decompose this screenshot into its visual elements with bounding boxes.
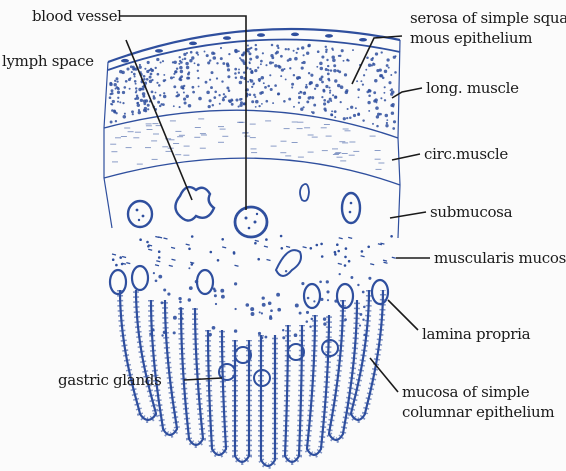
blood-vessel-right [342, 193, 360, 223]
label-submucosa: submucosa [430, 204, 512, 221]
circ-muscle-dashes [110, 119, 384, 169]
leader-lamina-propria [388, 300, 418, 330]
label-circ-muscle: circ.muscle [424, 146, 508, 163]
label-blood-vessel: blood vessel [32, 8, 122, 25]
label-muscularis-mucosae: muscularis mucosae [434, 250, 566, 267]
blood-vessel-center [235, 207, 267, 237]
submucosa-oval [300, 184, 309, 201]
lamina-propria-vessel [276, 250, 301, 276]
lymph-space-shape [175, 187, 214, 220]
label-gastric-glands: gastric glands [58, 372, 162, 389]
blood-vessel-left [128, 201, 152, 227]
label-serosa-line1: serosa of simple squa- [410, 10, 566, 27]
submucosa-side-left [104, 62, 112, 228]
leader-serosa [352, 36, 402, 84]
label-lamina-propria: lamina propria [422, 326, 530, 343]
muscularis-mucosae-marks [112, 235, 396, 267]
serosa-inner-line [108, 40, 400, 70]
leader-circ-muscle [392, 154, 420, 160]
submucosa-side-right [398, 40, 400, 238]
leader-submucosa [390, 212, 426, 218]
leader-long-muscle [392, 88, 422, 98]
label-mucosa-line1: mucosa of simple [402, 384, 529, 401]
label-serosa-line2: mous epithelium [410, 30, 532, 47]
label-mucosa-line2: columnar epithelium [402, 404, 554, 421]
label-long-muscle: long. muscle [426, 80, 519, 97]
gastric-glands-drawing [110, 266, 388, 466]
leader-gastric-glands [184, 378, 222, 380]
label-lymph-space: lymph space [2, 53, 94, 70]
circ-muscle-boundary [104, 158, 400, 185]
